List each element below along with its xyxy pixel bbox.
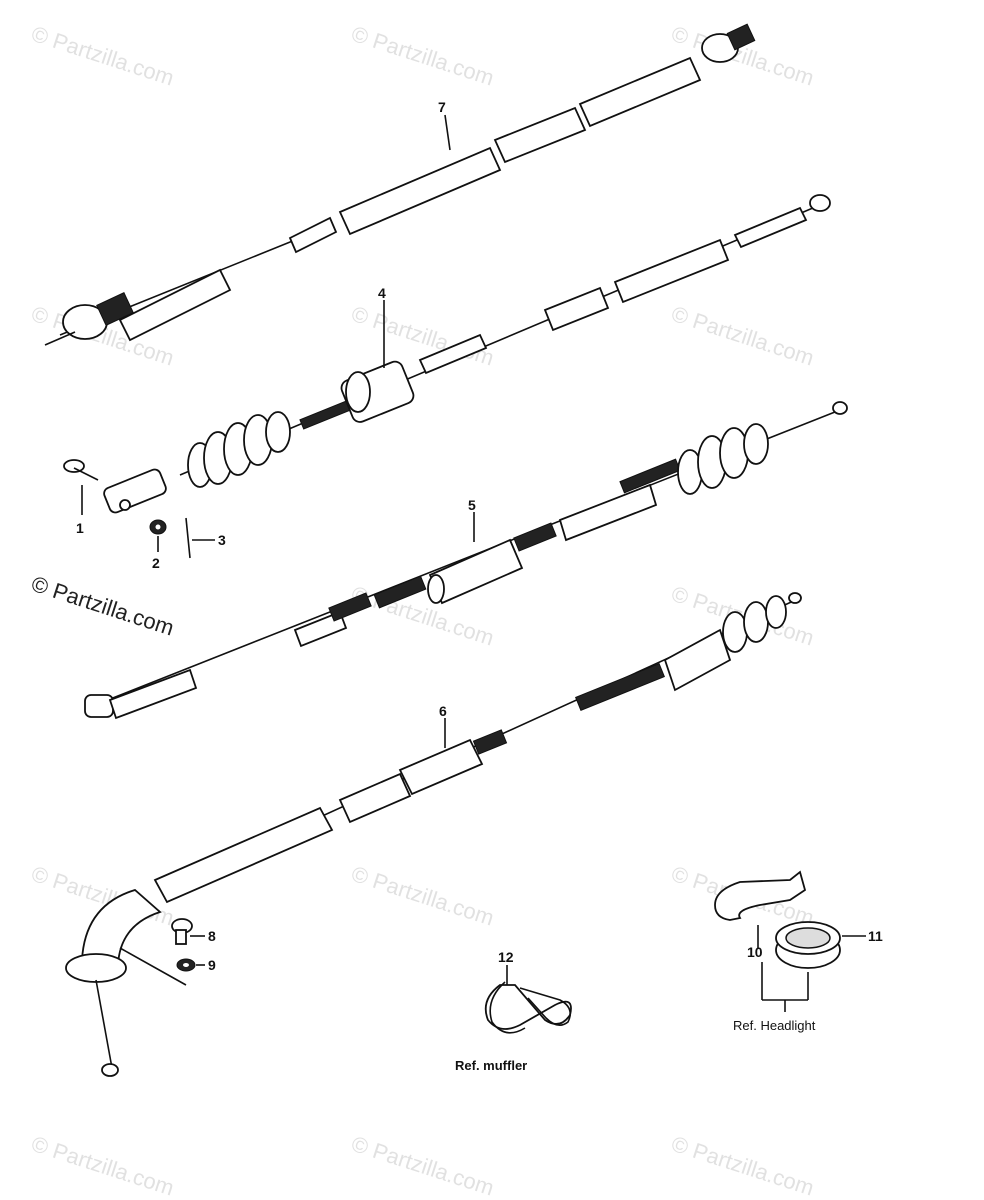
callout-5: 5	[468, 497, 476, 513]
part-12-clamp[interactable]: 12 Ref. muffler	[455, 949, 572, 1073]
watermark: © Partzilla.com	[28, 1131, 177, 1200]
part-5-cable[interactable]: 5	[84, 401, 848, 720]
part-11-grommet[interactable]: 11 Ref. Headlight	[733, 921, 883, 1033]
bellows	[187, 411, 291, 488]
part-7-speedometer-cable[interactable]: 7	[44, 23, 756, 346]
watermark: © Partzilla.com	[348, 861, 497, 931]
callout-9: 9	[208, 957, 216, 973]
part-6-cable[interactable]: 6	[65, 592, 802, 1077]
ref-headlight: Ref. Headlight	[733, 1018, 816, 1033]
callout-3: 3	[218, 532, 226, 548]
watermark: © Partzilla.com	[348, 581, 497, 651]
callout-2: 2	[152, 555, 160, 571]
watermark: © Partzilla.com	[348, 21, 497, 91]
ref-muffler: Ref. muffler	[455, 1058, 527, 1073]
callout-7: 7	[438, 99, 446, 115]
part-1-pin[interactable]: 1	[63, 459, 99, 536]
part-10-bracket[interactable]: 10	[714, 870, 807, 1000]
part-2-washer[interactable]: 2	[149, 519, 167, 571]
watermark: © Partzilla.com	[28, 21, 177, 91]
watermark: © Partzilla.com	[668, 1131, 817, 1200]
part-4-clutch-cable[interactable]: 4	[102, 194, 831, 514]
callout-4: 4	[378, 285, 386, 301]
watermark-dark: © Partzilla.com	[28, 571, 177, 641]
watermark: © Partzilla.com	[348, 1131, 497, 1200]
part-3-cotter-pin[interactable]: 3	[185, 517, 226, 559]
callout-10: 10	[747, 944, 763, 960]
callout-11: 11	[868, 928, 883, 944]
callout-8: 8	[208, 928, 216, 944]
callout-1: 1	[76, 520, 84, 536]
part-9-washer[interactable]: 9	[119, 947, 216, 986]
part-8-screw[interactable]: 8	[171, 918, 216, 945]
callout-12: 12	[498, 949, 514, 965]
callout-6: 6	[439, 703, 447, 719]
watermark: © Partzilla.com	[668, 301, 817, 371]
